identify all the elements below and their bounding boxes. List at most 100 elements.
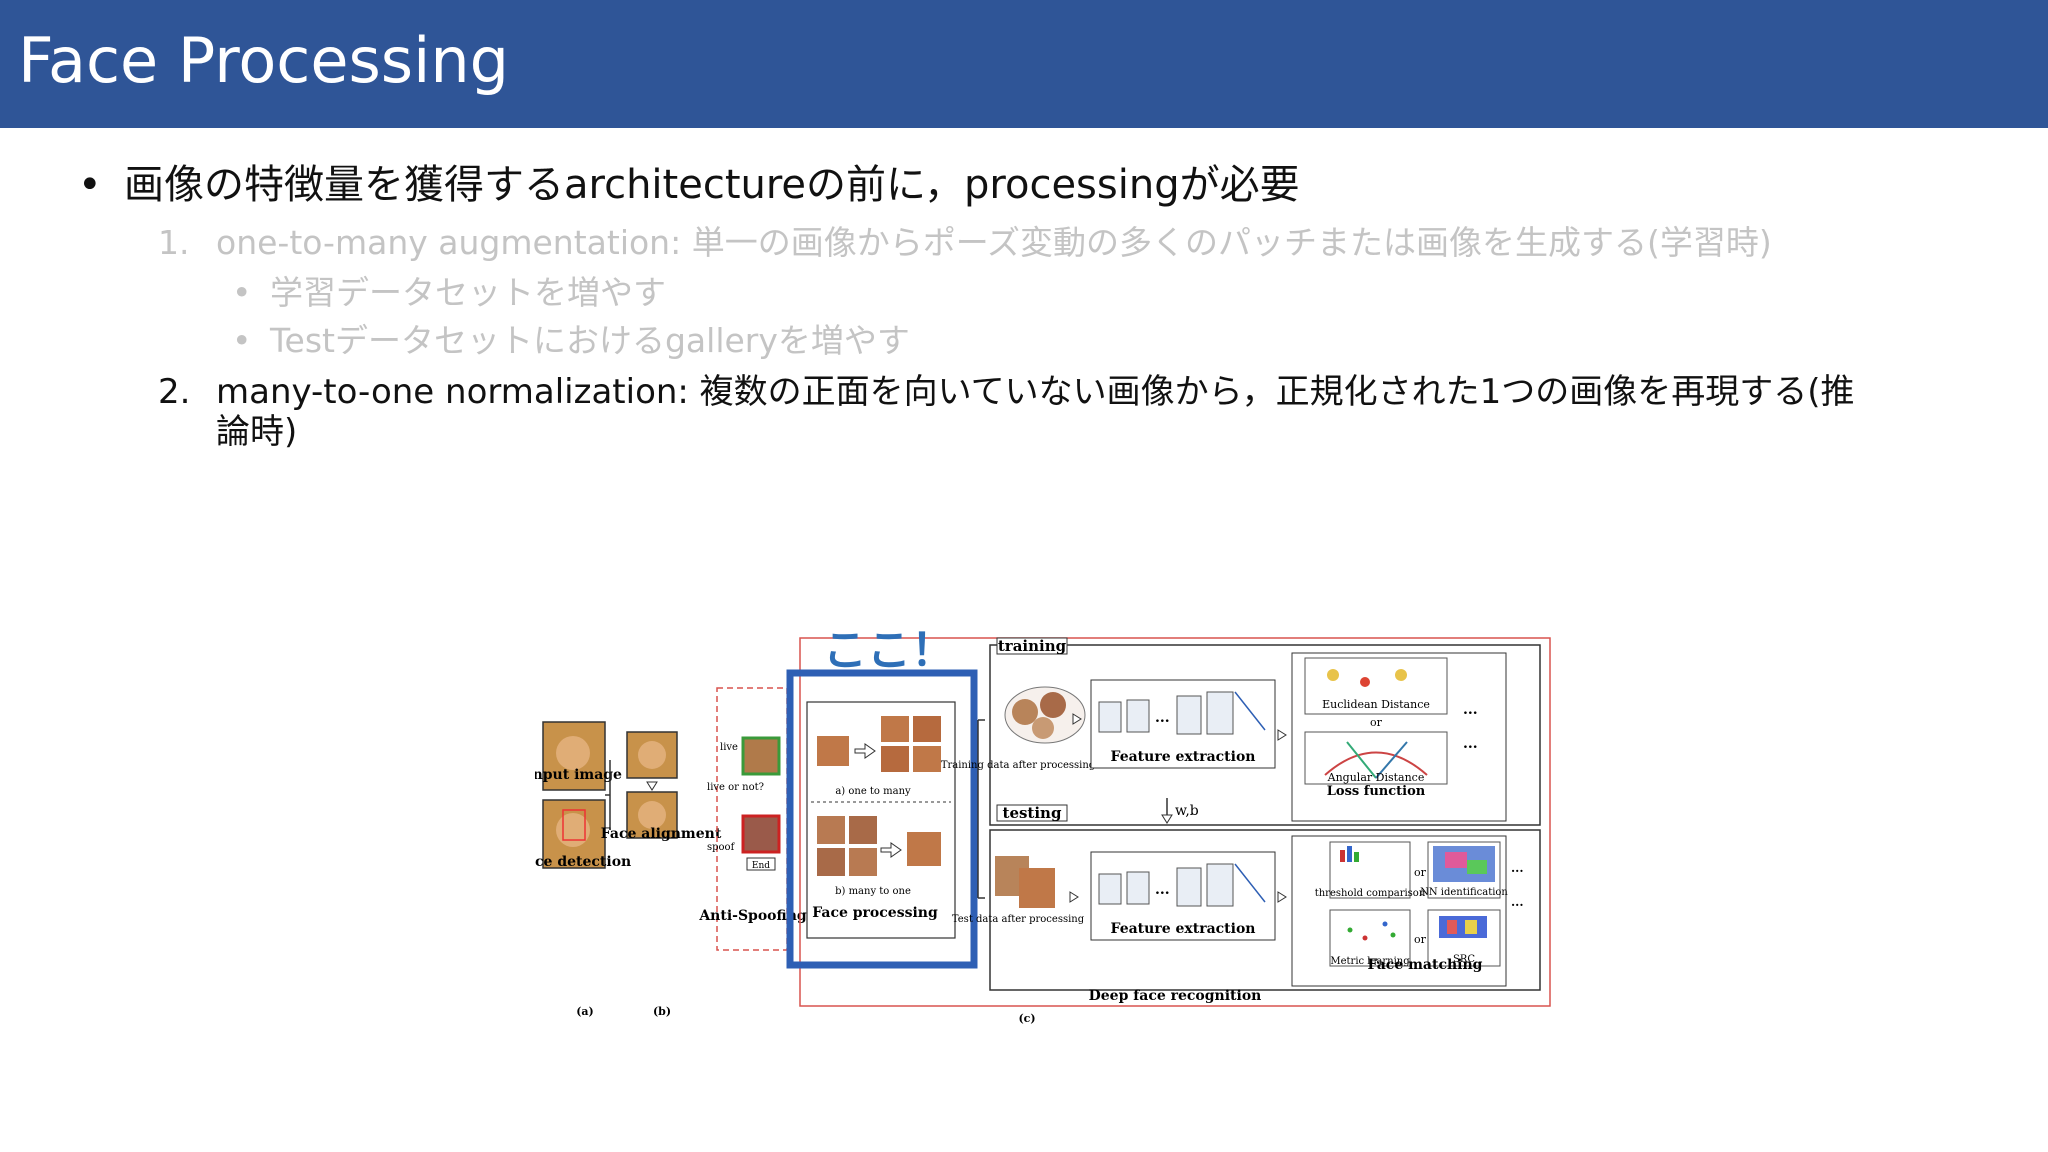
face-processing-stage: a) one to many b) many to one Face proce…: [786, 669, 978, 969]
face-detection-label: Face detection: [535, 854, 631, 870]
down-arrow-icon: [646, 781, 658, 791]
dot-icon: [1347, 927, 1353, 933]
label-c: (c): [1018, 1012, 1035, 1025]
item-1-sub-2-text: Testデータセットにおけるgalleryを増やす: [270, 321, 910, 360]
threshold-label: threshold comparison: [1315, 888, 1426, 899]
src-patch: [1447, 920, 1457, 934]
cnn-layer: [1206, 691, 1234, 735]
photo: [1012, 699, 1038, 725]
loss-function-label: Loss function: [1327, 784, 1426, 799]
or-label: or: [1414, 866, 1427, 879]
training-label: training: [998, 637, 1067, 655]
angular-panel: [1304, 731, 1448, 785]
right-arrow-icon: [854, 743, 876, 759]
deep-face-recognition-frame: [799, 637, 1551, 1007]
testing-label: testing: [1003, 804, 1062, 822]
testing-frame: [989, 829, 1541, 991]
right-arrow-icon: [880, 842, 902, 858]
photo: [907, 832, 941, 866]
euclidean-label: Euclidean Distance: [1322, 698, 1430, 711]
main-bullet-text: 画像の特徴量を獲得するarchitectureの前に，processingが必要: [124, 162, 1300, 208]
right-arrow-icon: [1072, 713, 1082, 725]
live-or-not-label: live or not?: [707, 782, 764, 793]
photo: [1019, 868, 1055, 908]
wb-label: w,b: [1175, 803, 1199, 819]
training-panel: training Training data after processing …: [941, 637, 1541, 826]
feature-extraction-label-2: Feature extraction: [1111, 921, 1256, 937]
photo: [913, 746, 941, 772]
slide-title: Face Processing: [18, 24, 509, 97]
right-arrow-icon: [1277, 891, 1287, 903]
sub-bullet-dot: •: [232, 321, 252, 360]
ellipsis: ...: [1155, 882, 1170, 898]
angle-line: [1375, 741, 1408, 779]
ellipsis: ...: [1463, 736, 1478, 752]
title-bar: Face Processing: [0, 0, 2048, 128]
item-1-sub-1-text: 学習データセットを増やす: [270, 273, 666, 312]
photo: [817, 816, 845, 844]
angular-label: Angular Distance: [1327, 771, 1425, 784]
cnn-layer: [1126, 699, 1150, 733]
deep-face-recognition-label: Deep face recognition: [1089, 988, 1262, 1004]
testing-panel: testing Test data after processing ... F…: [952, 804, 1541, 991]
bullet-dot: •: [78, 162, 102, 208]
face-alignment-stage: Face alignment (b): [601, 731, 722, 1018]
input-image-label: Input image: [535, 767, 622, 783]
face-photo: [638, 801, 666, 829]
spoof-photo: [741, 814, 781, 854]
src-patch: [1465, 920, 1477, 934]
cnn-layer: [1098, 701, 1122, 733]
item-2-number: 2.: [158, 372, 191, 412]
heatmap-patch: [1445, 852, 1467, 868]
training-tag: [996, 637, 1068, 655]
item-2-line-1: many-to-one normalization: 複数の正面を向いていない画…: [216, 372, 1855, 412]
bar-icon: [1340, 850, 1345, 862]
cnn-layer: [1176, 695, 1202, 735]
metric-learning-panel: [1329, 909, 1411, 967]
cnn-layer: [1176, 867, 1202, 907]
test-data-label: Test data after processing: [952, 914, 1085, 925]
photo: [1032, 717, 1054, 739]
face-matching-label: Face matching: [1368, 957, 1483, 973]
dot-icon: [1382, 921, 1388, 927]
metric-learning-label: Metric learning: [1330, 956, 1410, 967]
item-2: 2. many-to-one normalization: 複数の正面を向いていな…: [158, 364, 1855, 413]
item-1-number: 1.: [158, 223, 190, 262]
nn-identification-label: NN identification: [1420, 887, 1508, 898]
main-bullet: • 画像の特徴量を獲得するarchitectureの前に，processingが必…: [78, 152, 1300, 210]
face-processing-label: Face processing: [812, 905, 938, 921]
heatmap-patch: [1467, 860, 1487, 874]
training-data-label: Training data after processing: [941, 760, 1096, 771]
down-arrow-icon: [1161, 814, 1173, 824]
face-photo: [638, 741, 666, 769]
face-detection-stage: Input image Face detection (a): [535, 721, 631, 1018]
anti-spoofing-label: Anti-Spoofing: [698, 908, 807, 924]
face-alignment-label: Face alignment: [601, 826, 722, 842]
projection-line: [1234, 863, 1266, 903]
anti-spoofing-stage: live live or not? spoof End Anti-Spoofin…: [698, 687, 807, 951]
right-arrow-icon: [1277, 729, 1287, 741]
photo: [913, 716, 941, 742]
photo: [817, 848, 845, 876]
face-photo: [556, 813, 590, 847]
ellipsis: ...: [1511, 895, 1524, 909]
cnn-layer: [1098, 873, 1122, 905]
highlight-box: [786, 669, 978, 969]
euclidean-panel: [1304, 657, 1448, 715]
angle-line: [1346, 741, 1377, 779]
testing-tag: [996, 804, 1068, 822]
item-1: 1. one-to-many augmentation: 単一の画像からポーズ変動…: [158, 216, 1772, 264]
spoof-label: spoof: [707, 842, 736, 853]
item-1-text: one-to-many augmentation: 単一の画像からポーズ変動の多…: [216, 223, 1772, 262]
one-to-many-label: a) one to many: [835, 786, 911, 797]
cnn-layer: [1126, 871, 1150, 905]
angle-arc: [1324, 751, 1428, 776]
photo: [849, 848, 877, 876]
photo: [881, 716, 909, 742]
marker: [1395, 669, 1407, 681]
label-a: (a): [576, 1005, 594, 1018]
dot-icon: [1362, 935, 1368, 941]
ellipsis: ...: [1463, 702, 1478, 718]
ellipsis: ...: [1155, 710, 1170, 726]
item-2-line-2: 論時): [216, 412, 298, 452]
